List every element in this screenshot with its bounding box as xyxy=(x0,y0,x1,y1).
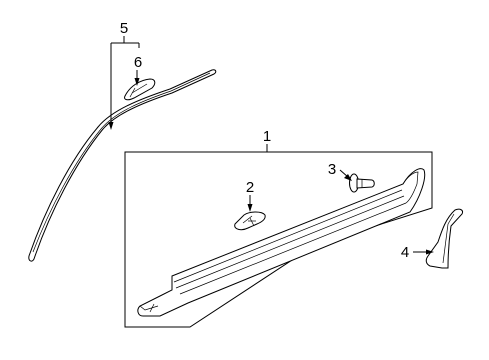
callout-6-leader xyxy=(134,70,140,86)
rocker-panel-molding xyxy=(137,168,426,317)
callout-3-leader xyxy=(339,169,352,181)
callout-2-label: 2 xyxy=(246,179,254,196)
clip-bracket xyxy=(234,211,266,231)
molding-clip xyxy=(124,78,156,101)
callout-4-label: 4 xyxy=(401,244,409,261)
callout-6-label: 6 xyxy=(134,54,142,71)
callout-5-leader xyxy=(108,36,140,130)
callout-3-label: 3 xyxy=(328,161,336,178)
callout-5-label: 5 xyxy=(120,20,128,37)
push-pin-fastener xyxy=(349,173,375,193)
callout-1-label: 1 xyxy=(263,128,271,145)
roof-molding xyxy=(28,69,217,262)
rear-quarter-trim xyxy=(425,208,463,269)
callout-2-leader xyxy=(247,195,253,212)
callout-4-leader xyxy=(413,249,434,255)
